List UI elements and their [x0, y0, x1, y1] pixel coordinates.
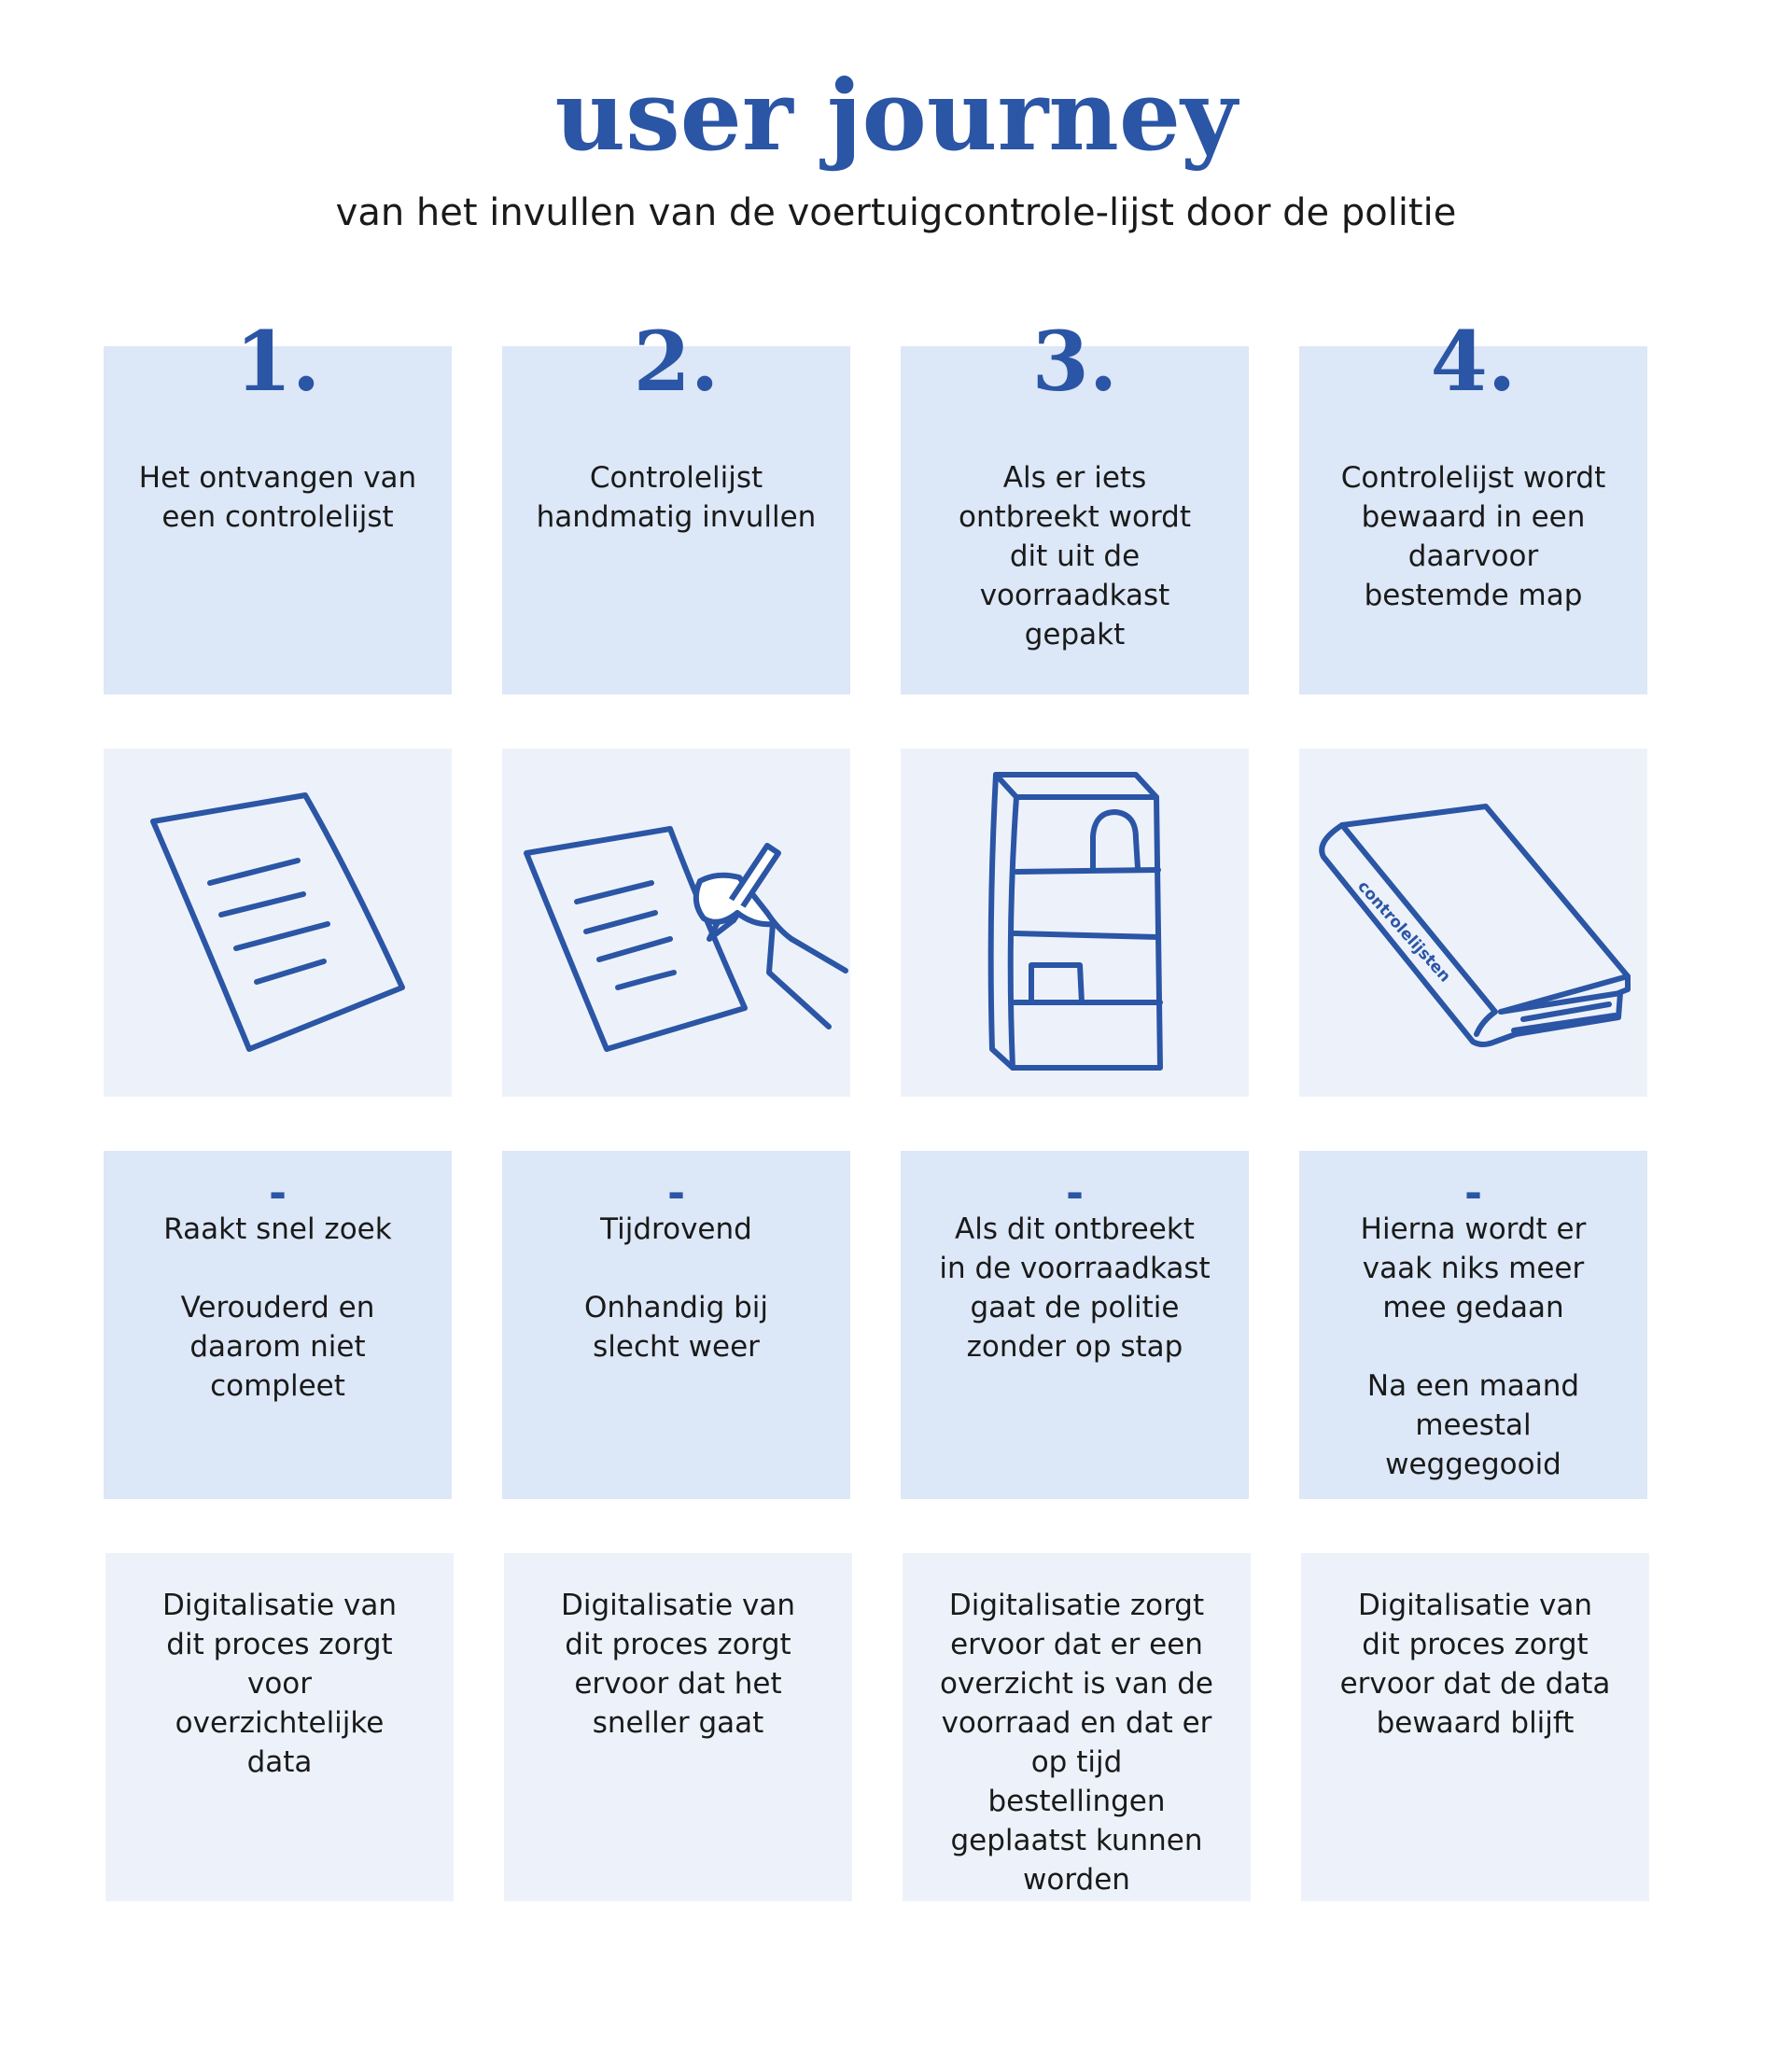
hand-writing-icon [524, 826, 848, 1052]
solution-text-4: Digitalisatie van dit proces zorgt ervoo… [1339, 1589, 1611, 1740]
step-box-2: 2. Controlelijst handmatig invullen [502, 320, 850, 694]
step-number-4: 4. [1430, 313, 1517, 410]
icon-box-3 [901, 749, 1249, 1097]
pain-marker-3: - [1065, 1168, 1085, 1218]
solution-box-3: Digitalisatie zorgt ervoor dat er een ov… [903, 1553, 1251, 1901]
pain-box-3: - Als dit ontbreekt in de voorraadkast g… [901, 1151, 1249, 1499]
solution-box-1: Digitalisatie van dit proces zorgt voor … [105, 1553, 454, 1901]
step-text-3: Als er iets ontbreekt wordt dit uit de v… [959, 461, 1191, 651]
solution-text-1: Digitalisatie van dit proces zorgt voor … [162, 1589, 397, 1779]
solution-text-2: Digitalisatie van dit proces zorgt ervoo… [561, 1589, 795, 1740]
step-text-4: Controlelijst wordt bewaard in een daarv… [1340, 461, 1606, 612]
step-box-1: 1. Het ontvangen van een controlelijst [104, 320, 452, 694]
step-box-3: 3. Als er iets ontbreekt wordt dit uit d… [901, 320, 1249, 694]
icon-box-1 [104, 749, 452, 1097]
pain-box-4: - Hierna wordt er vaak niks meer mee ged… [1299, 1151, 1647, 1499]
pain-text-2: Tijdrovend Onhandig bij slecht weer [583, 1212, 769, 1364]
binder-icon: controlelijsten [1319, 804, 1631, 1047]
step-box-4: 4. Controlelijst wordt bewaard in een da… [1299, 320, 1647, 694]
step-text-1: Het ontvangen van een controlelijst [138, 461, 417, 534]
pain-text-3: Als dit ontbreekt in de voorraadkast gaa… [939, 1212, 1211, 1364]
binder-label: controlelijsten [1353, 877, 1454, 987]
page-subtitle: van het invullen van de voertuigcontrole… [335, 191, 1457, 234]
page-title: user journey [554, 58, 1238, 173]
pain-marker-4: - [1463, 1168, 1483, 1218]
document-icon [150, 792, 405, 1052]
solution-text-3: Digitalisatie zorgt ervoor dat er een ov… [940, 1589, 1213, 1897]
solution-box-2: Digitalisatie van dit proces zorgt ervoo… [504, 1553, 852, 1901]
step-number-1: 1. [234, 313, 321, 410]
cabinet-icon [987, 772, 1163, 1071]
step-number-2: 2. [633, 313, 720, 410]
icon-box-2 [502, 749, 850, 1097]
step-number-3: 3. [1031, 313, 1118, 410]
pain-box-1: - Raakt snel zoek Verouderd en daarom ni… [104, 1151, 452, 1499]
step-text-2: Controlelijst handmatig invullen [536, 461, 817, 534]
icon-box-4: controlelijsten [1299, 749, 1647, 1097]
pain-marker-1: - [268, 1168, 287, 1218]
pain-marker-2: - [666, 1168, 686, 1218]
pain-text-1: Raakt snel zoek Verouderd en daarom niet… [163, 1212, 392, 1403]
solution-box-4: Digitalisatie van dit proces zorgt ervoo… [1301, 1553, 1649, 1901]
pain-box-2: - Tijdrovend Onhandig bij slecht weer [502, 1151, 850, 1499]
pain-text-4: Hierna wordt er vaak niks meer mee gedaa… [1360, 1212, 1587, 1481]
